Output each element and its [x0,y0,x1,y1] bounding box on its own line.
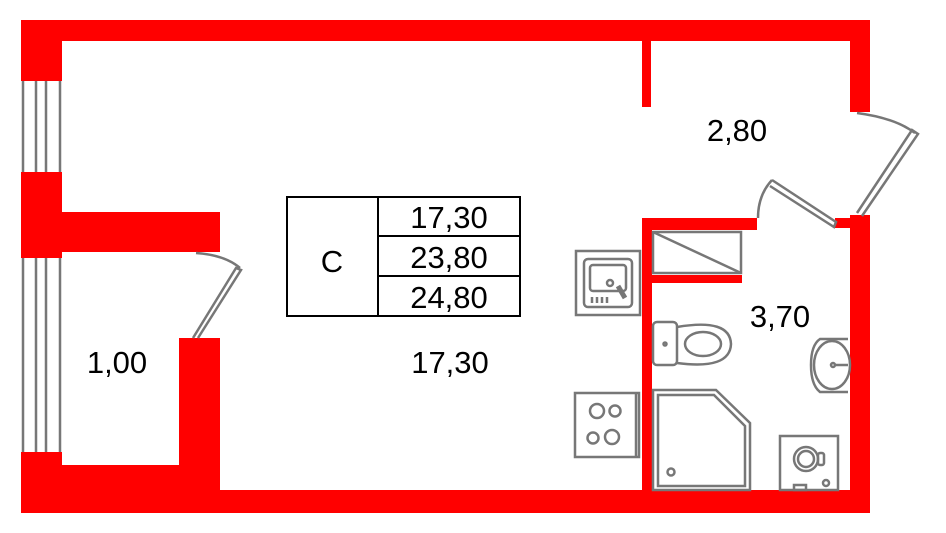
washing-machine-icon [778,434,840,492]
apartment-type: C [321,244,343,279]
window-top [21,81,62,172]
total-area-with-balcony-value: 24,80 [410,280,488,315]
wall-right-top [850,20,870,112]
total-area-value: 23,80 [410,240,488,275]
entrance-door [855,111,920,217]
shower-icon [651,388,752,492]
wall-bathroom-top [642,218,757,230]
room-area-hallway: 2,80 [707,113,767,148]
wall-balcony-top [21,212,220,252]
window-bottom [21,258,62,452]
balcony-door [191,251,243,339]
wardrobe-icon [651,230,743,275]
wall-left-top [21,20,62,81]
wall-balcony-right [179,338,220,513]
wall-shelf [652,275,742,283]
wall-top [21,20,870,41]
room-area-living: 17,30 [411,345,489,380]
wall-right-bottom [850,215,870,513]
room-area-bathroom: 3,70 [750,299,810,334]
area-summary: C 17,30 23,80 24,80 [286,196,521,317]
walls [21,20,870,513]
wall-bathroom-left [642,218,652,490]
sink-kitchen-icon [574,249,642,317]
toilet-icon [651,320,733,367]
wall-bathroom-top-right [835,218,855,228]
living-area-value: 17,30 [410,200,488,235]
washbasin-icon [809,337,852,394]
bathroom-door [756,178,838,229]
room-area-balcony: 1,00 [87,345,147,380]
stove-icon [573,391,641,459]
wall-partition [642,41,651,107]
wall-bottom [179,490,870,513]
